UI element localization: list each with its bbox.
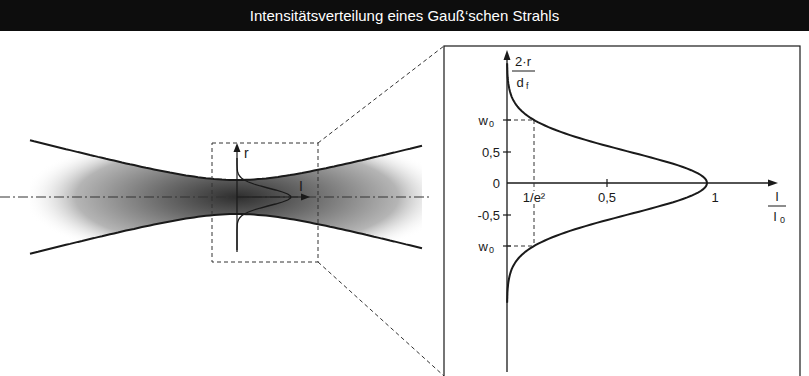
- gauss-curve: [507, 63, 707, 302]
- tick: [503, 151, 511, 152]
- optical-axis: [0, 197, 432, 198]
- zoom-line: [318, 262, 444, 376]
- subscript: f: [526, 82, 529, 91]
- axis-label: 2·r: [515, 55, 531, 68]
- arrowhead: [768, 180, 778, 187]
- guide-line: [534, 120, 535, 246]
- tick-label: 0,5: [482, 146, 500, 159]
- zoom-box: [212, 143, 318, 262]
- arrowhead: [504, 50, 511, 60]
- arrowhead: [234, 143, 241, 152]
- axis-label: r: [244, 146, 249, 160]
- tick-label: 0,5: [598, 191, 616, 204]
- i-axis: [237, 196, 303, 197]
- title-text: Intensitätsverteilung eines Gauß‘schen S…: [0, 0, 809, 31]
- fraction-line: [512, 71, 535, 72]
- axis-label: d: [516, 76, 523, 89]
- arrowhead: [301, 194, 310, 201]
- tick-label: w: [479, 240, 488, 253]
- beam-edge: [30, 140, 422, 180]
- tick-label: -0,5: [478, 209, 500, 222]
- tick: [606, 179, 607, 187]
- tick-label: w: [479, 114, 488, 127]
- beam-edge: [30, 214, 422, 254]
- fraction-line: [768, 206, 786, 207]
- axis-label: I: [299, 179, 303, 193]
- guide-line: [507, 246, 534, 247]
- tick-label: 0: [493, 177, 500, 190]
- tick-label: 1: [709, 191, 720, 204]
- intensity-profile: [237, 158, 291, 252]
- guide-line: [507, 120, 534, 121]
- tick-label: 1/e²: [521, 191, 547, 204]
- subscript: 0: [489, 120, 494, 129]
- subscript: 0: [489, 246, 494, 255]
- tick: [503, 214, 511, 215]
- x-axis: [507, 182, 770, 183]
- axis-label: I: [773, 210, 777, 223]
- subscript: 0: [780, 216, 785, 225]
- axis-label: I: [775, 190, 779, 203]
- zoom-panel: [444, 46, 800, 376]
- zoom-line: [318, 46, 444, 143]
